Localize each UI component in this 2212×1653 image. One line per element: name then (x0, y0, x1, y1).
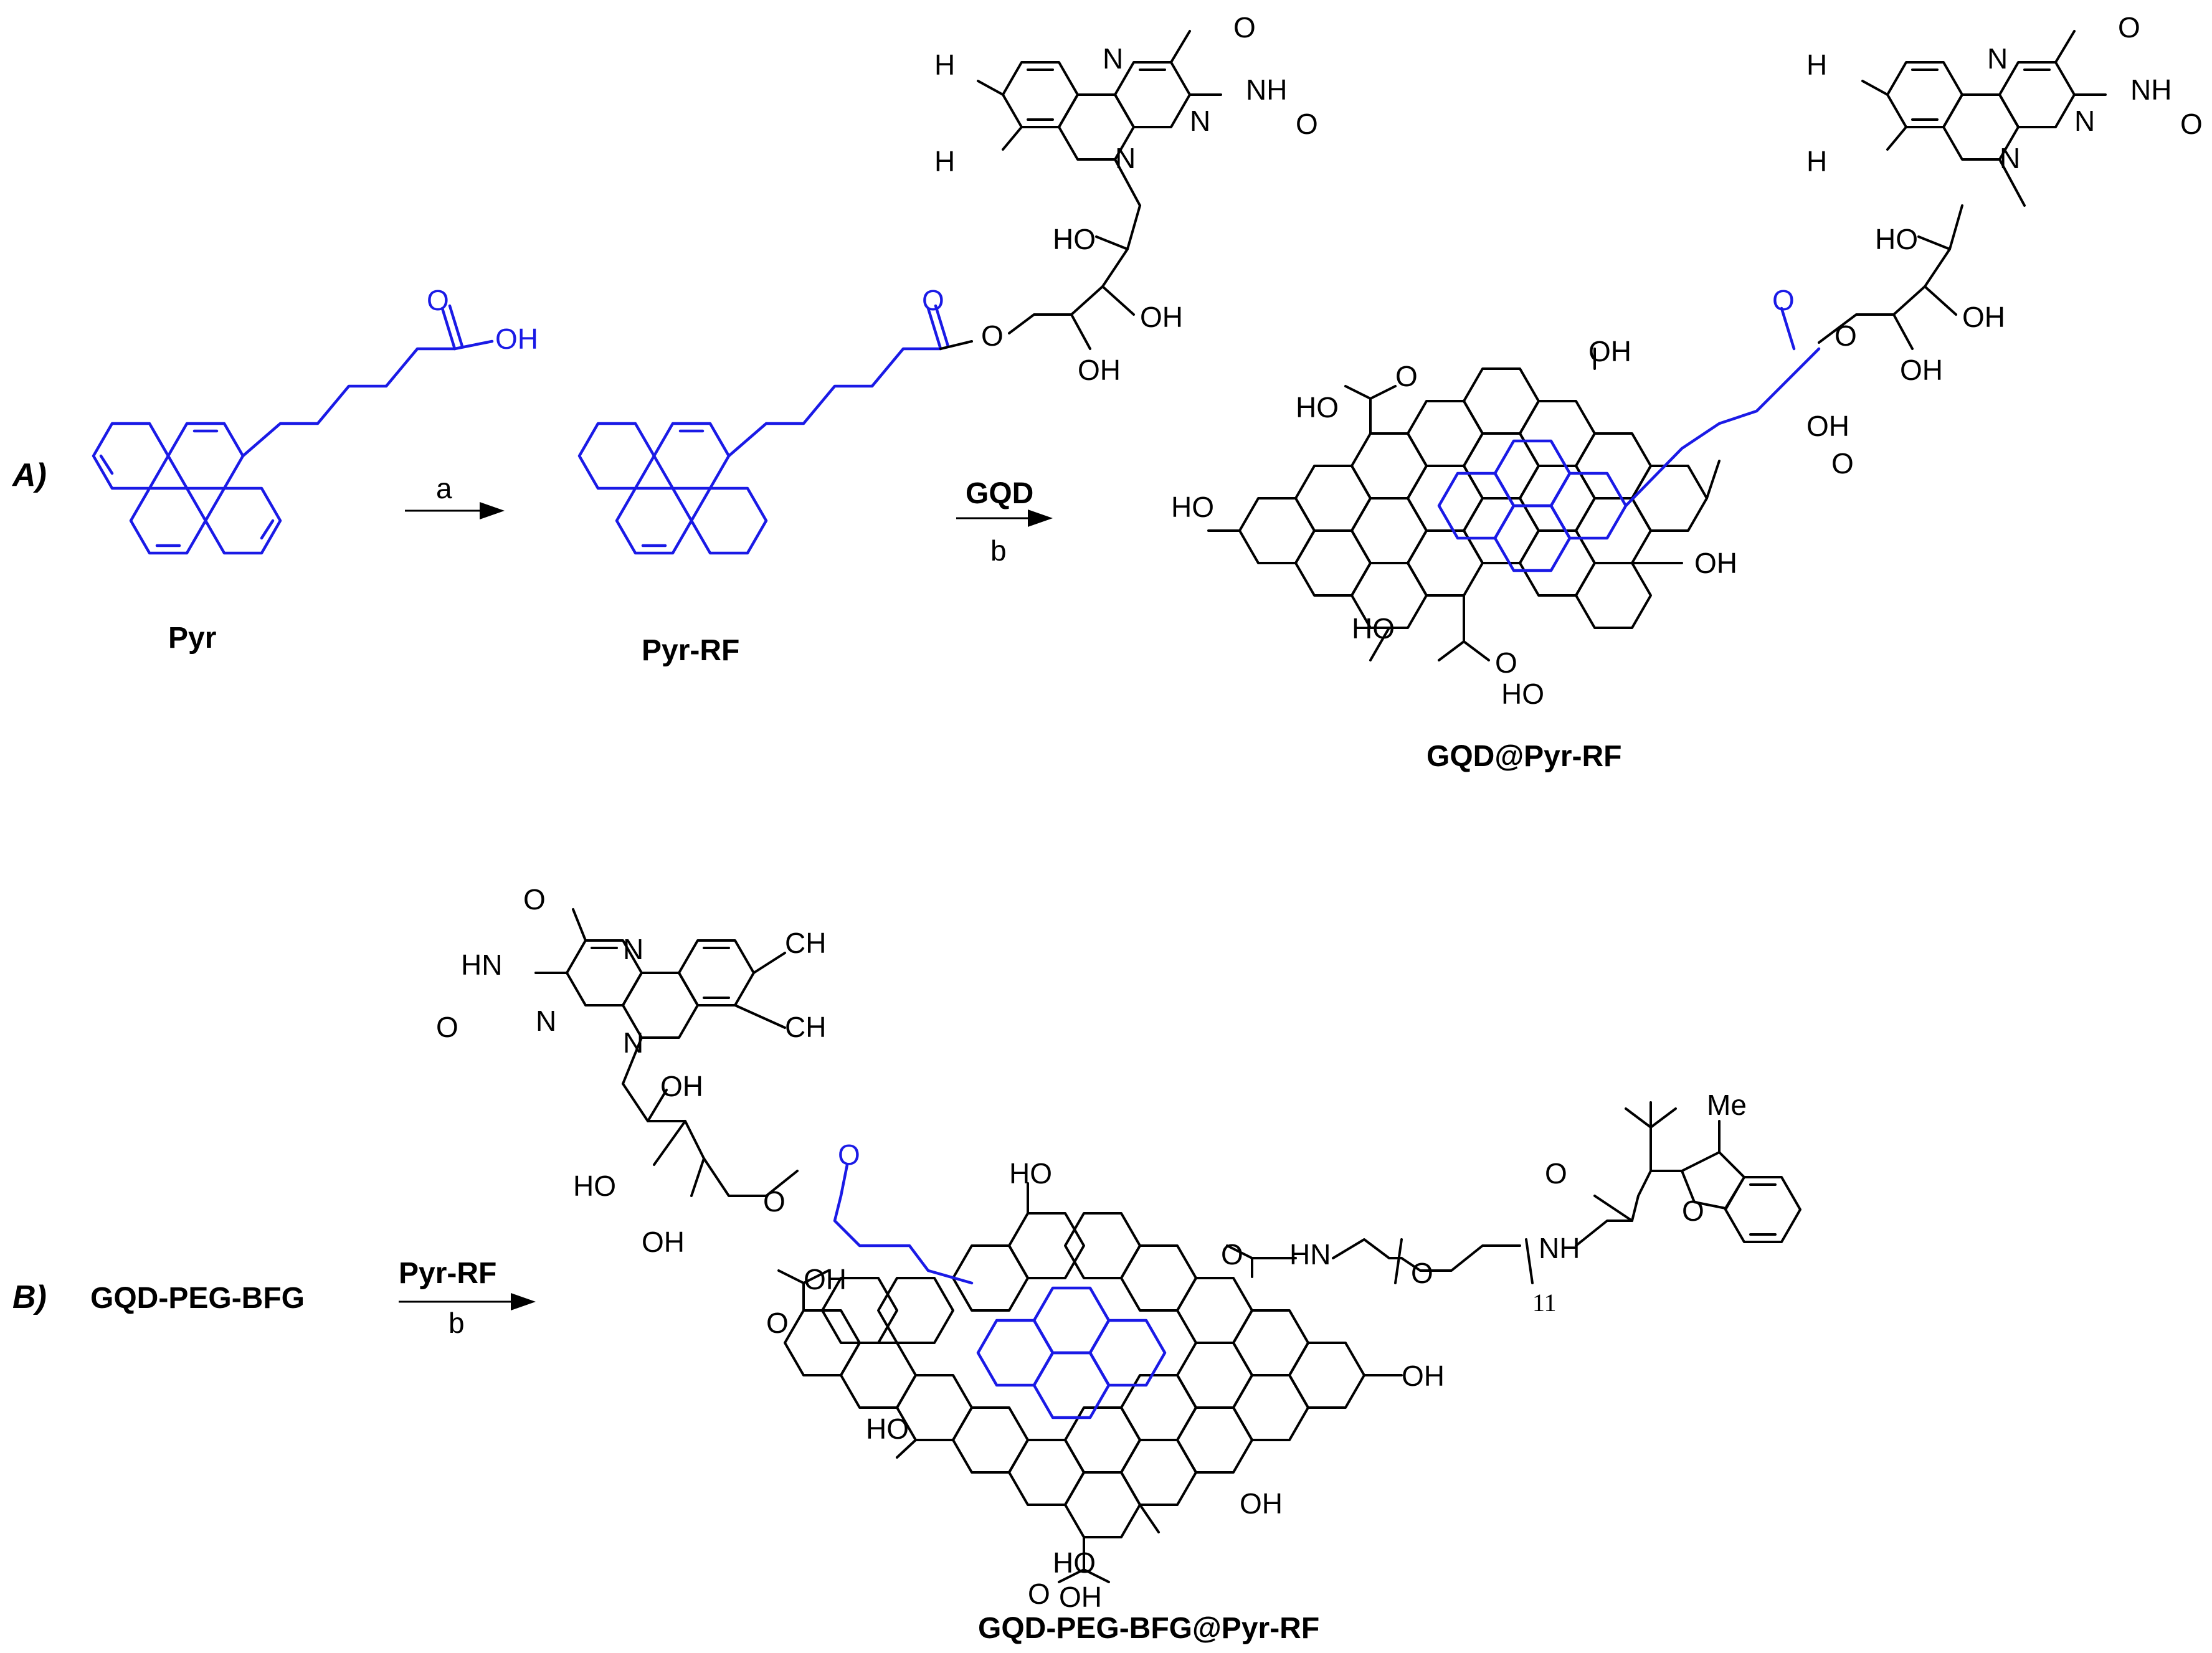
reaction-arrow-a: a (405, 472, 505, 519)
svg-text:O: O (2118, 11, 2140, 44)
svg-text:N: N (2000, 142, 2020, 174)
svg-text:CH: CH (785, 927, 826, 959)
svg-text:O: O (1495, 647, 1517, 679)
svg-text:OH: OH (1588, 335, 1631, 367)
svg-text:OH: OH (1806, 410, 1849, 442)
svg-text:HO: HO (1352, 612, 1395, 645)
svg-text:N: N (1987, 42, 2008, 75)
panel-a-label: A) (11, 457, 47, 493)
compound-label-gqd-peg-bfg-pyr-rf: GQD-PEG-BFG@Pyr-RF (978, 1612, 1319, 1645)
svg-text:OH: OH (660, 1070, 703, 1102)
svg-text:HN: HN (1289, 1238, 1331, 1271)
svg-text:NH: NH (1539, 1232, 1580, 1264)
svg-text:O: O (523, 883, 546, 916)
svg-text:O: O (766, 1307, 789, 1339)
svg-text:OH: OH (1240, 1487, 1283, 1520)
svg-text:HO: HO (1053, 223, 1096, 255)
svg-text:O: O (1296, 108, 1318, 140)
compound-label-pyr-rf: Pyr-RF (642, 634, 739, 667)
reaction-arrow-b-gqd: GQD b (956, 477, 1053, 567)
svg-text:HO: HO (1009, 1157, 1052, 1190)
reaction-arrow-b-pyr-rf: Pyr-RF b (399, 1257, 536, 1339)
svg-text:H: H (934, 145, 955, 178)
svg-text:O: O (1395, 360, 1418, 392)
svg-text:b: b (990, 534, 1007, 567)
svg-text:O: O (2180, 108, 2203, 140)
svg-text:HO: HO (866, 1413, 909, 1445)
reactant-label-gqd-peg-bfg: GQD-PEG-BFG (90, 1282, 305, 1315)
svg-text:NH: NH (1246, 73, 1287, 106)
pyr-structure: O OH (92, 284, 538, 555)
svg-text:OH: OH (1694, 547, 1737, 579)
svg-text:O: O (1028, 1578, 1050, 1610)
svg-text:Me: Me (1707, 1089, 1747, 1121)
gqd-peg-bfg-pyr-rf-structure: O O OH HO OH N N N HN O O CH CH HO OH O … (436, 883, 1801, 1613)
svg-text:HO: HO (573, 1170, 616, 1202)
svg-text:N: N (623, 933, 643, 965)
svg-text:H: H (1806, 49, 1827, 81)
svg-text:N: N (1103, 42, 1123, 75)
svg-text:O: O (1835, 320, 1857, 352)
svg-text:HO: HO (1875, 223, 1918, 255)
svg-text:O: O (436, 1011, 458, 1043)
svg-text:O: O (1233, 11, 1256, 44)
svg-text:OH: OH (642, 1226, 685, 1258)
svg-text:O: O (1411, 1257, 1433, 1289)
svg-text:O: O (1831, 447, 1854, 480)
svg-text:HO: HO (1171, 491, 1214, 523)
svg-text:N: N (2074, 105, 2095, 137)
svg-text:N: N (1190, 105, 1210, 137)
svg-text:HO: HO (1053, 1546, 1096, 1579)
svg-text:O: O (763, 1185, 786, 1218)
svg-text:OH: OH (1962, 301, 2005, 333)
svg-text:OH: OH (804, 1263, 847, 1295)
svg-text:N: N (1115, 142, 1136, 174)
svg-text:Pyr-RF: Pyr-RF (399, 1257, 496, 1290)
svg-text:b: b (449, 1307, 465, 1339)
svg-text:O: O (427, 284, 449, 316)
svg-text:CH: CH (785, 1011, 826, 1043)
svg-text:HO: HO (1296, 391, 1339, 424)
svg-text:O: O (922, 284, 944, 316)
svg-text:OH: OH (1140, 301, 1183, 333)
svg-text:N: N (536, 1005, 556, 1037)
svg-text:NH: NH (2130, 73, 2172, 106)
svg-text:H: H (1806, 145, 1827, 178)
gqd-pyr-rf-structure: O O HO OH OH N N N NH O O H H OH HO O OH… (1171, 11, 2203, 710)
svg-text:O: O (1772, 284, 1795, 316)
svg-text:a: a (436, 472, 452, 504)
svg-text:O: O (981, 320, 1004, 352)
svg-text:O: O (1682, 1195, 1704, 1227)
svg-text:OH: OH (1078, 354, 1121, 386)
svg-text:OH: OH (1059, 1581, 1102, 1613)
svg-text:OH: OH (1402, 1360, 1445, 1392)
svg-text:O: O (1545, 1157, 1567, 1190)
svg-text:HO: HO (1501, 678, 1544, 710)
svg-text:OH: OH (1900, 354, 1943, 386)
compound-label-gqd-pyr-rf: GQD@Pyr-RF (1426, 740, 1622, 773)
svg-text:HN: HN (461, 949, 502, 981)
svg-text:N: N (623, 1026, 643, 1059)
svg-text:GQD: GQD (966, 477, 1033, 510)
peg-repeat-count: 11 (1532, 1289, 1557, 1317)
svg-text:H: H (934, 49, 955, 81)
panel-b-label: B) (12, 1279, 47, 1315)
compound-label-pyr: Pyr (168, 622, 216, 655)
pyr-rf-structure: O O HO OH OH N N N NH O O H H (577, 11, 1318, 555)
svg-text:O: O (1221, 1238, 1243, 1271)
svg-text:OH: OH (495, 323, 538, 355)
svg-text:O: O (838, 1139, 860, 1171)
